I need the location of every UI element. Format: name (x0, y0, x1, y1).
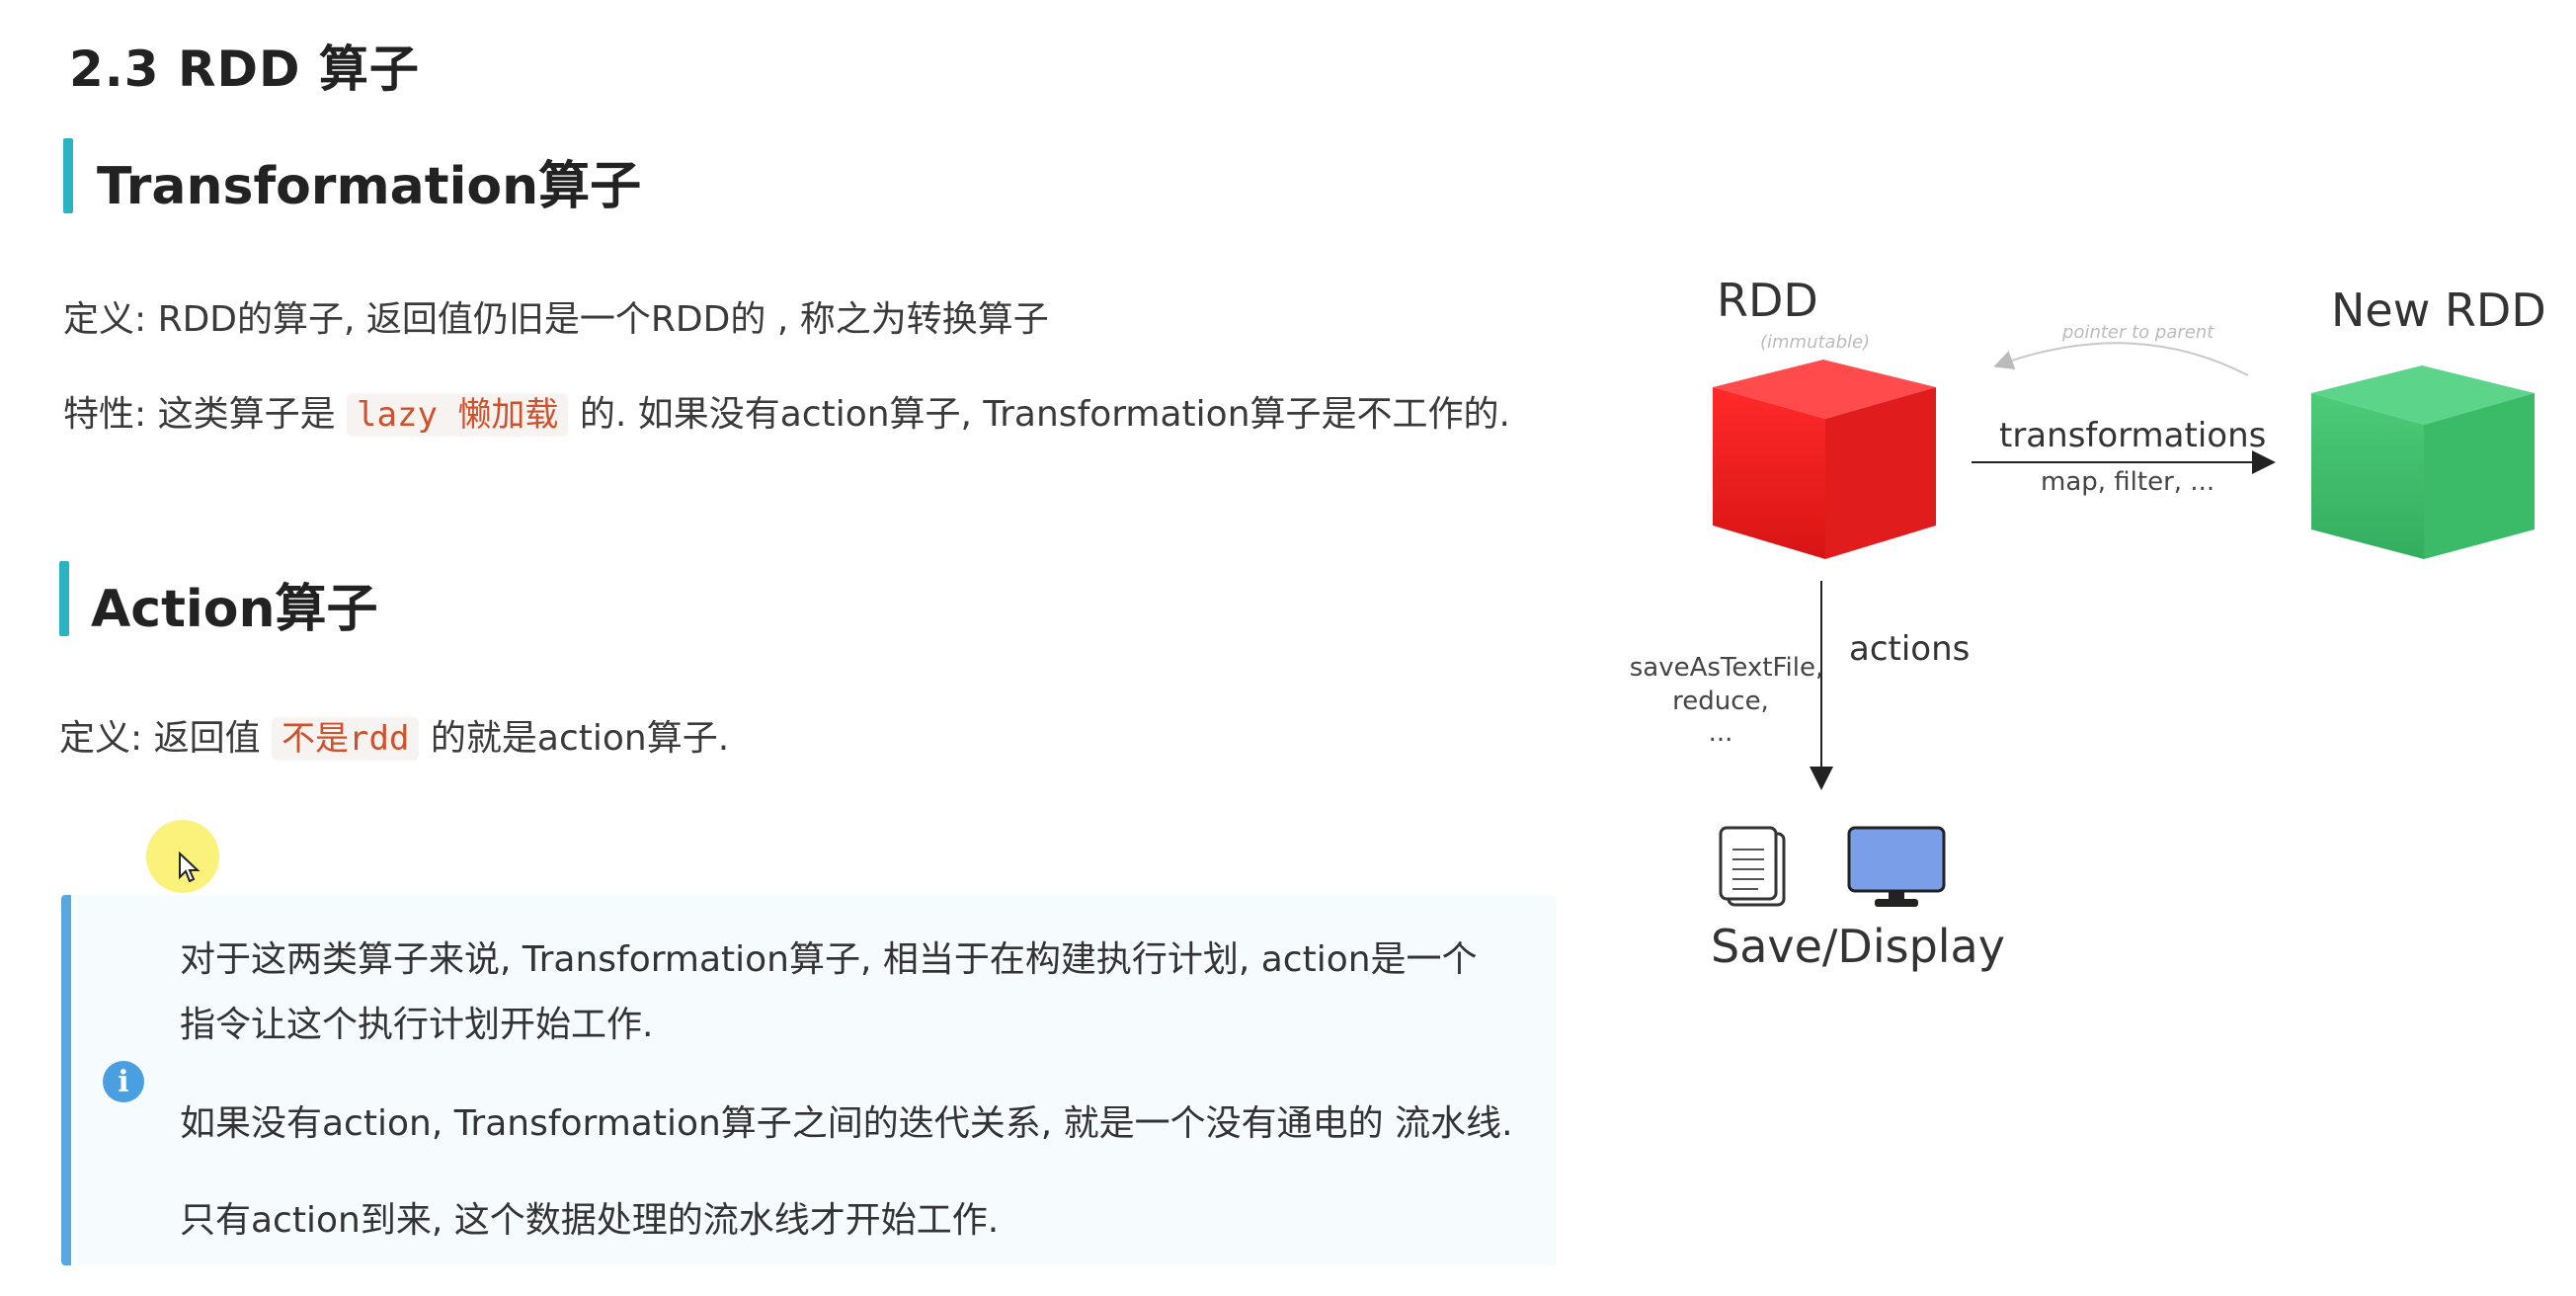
transformations-examples: map, filter, ... (2041, 467, 2214, 497)
pointer-label: pointer to parent (2061, 322, 2214, 343)
rdd-sublabel: (immutable) (1760, 332, 1870, 353)
not-rdd-code: 不是rdd (272, 717, 420, 761)
feature-suffix: 的. 如果没有action算子, Transformation算子是不工作的. (579, 394, 1510, 435)
feature-prefix: 特性: 这类算子是 (63, 394, 336, 435)
page-title: 2.3 RDD 算子 (69, 40, 420, 98)
output-label: Save/Display (1711, 920, 2005, 973)
transformations-label: transformations (1999, 416, 2266, 455)
transformation-feature: 特性: 这类算子是 lazy 懒加载 的. 如果没有action算子, Tran… (63, 385, 1510, 437)
actions-example-3: ... (1709, 718, 1733, 748)
action-def-prefix: 定义: 返回值 (59, 718, 261, 759)
cursor-icon (179, 851, 201, 883)
actions-example-2: reduce, (1672, 687, 1769, 716)
section-bar (59, 561, 69, 636)
monitor-icon (1847, 826, 1946, 907)
note-line-1: 对于这两类算子来说, Transformation算子, 相当于在构建执行计划,… (180, 939, 1478, 980)
transformation-definition: 定义: RDD的算子, 返回值仍旧是一个RDD的 , 称之为转换算子 (63, 299, 1049, 340)
note-line-2: 指令让这个执行计划开始工作. (180, 1005, 654, 1045)
info-callout (61, 895, 1557, 1265)
actions-label: actions (1849, 629, 1970, 669)
info-icon: i (103, 1061, 144, 1102)
rdd-cube (1713, 360, 1936, 559)
lazy-code: lazy 懒加载 (347, 393, 569, 437)
document-icon (1719, 826, 1786, 907)
note-line-3: 如果没有action, Transformation算子之间的迭代关系, 就是一… (180, 1103, 1513, 1144)
actions-example-1: saveAsTextFile, (1630, 653, 1824, 683)
action-definition: 定义: 返回值 不是rdd 的就是action算子. (59, 709, 729, 761)
action-def-suffix: 的就是action算子. (430, 718, 730, 759)
rdd-label: RDD (1717, 274, 1818, 327)
action-title: Action算子 (91, 580, 378, 639)
rdd-diagram: RDD (immutable) New RDD pointer to paren… (1630, 274, 2546, 973)
new-rdd-cube (2311, 365, 2535, 559)
new-rdd-label: New RDD (2331, 284, 2546, 337)
note-line-4: 只有action到来, 这个数据处理的流水线才开始工作. (180, 1200, 1000, 1241)
transformation-title: Transformation算子 (97, 157, 642, 216)
section-bar (63, 138, 73, 213)
pointer-arrow (1993, 342, 2249, 376)
